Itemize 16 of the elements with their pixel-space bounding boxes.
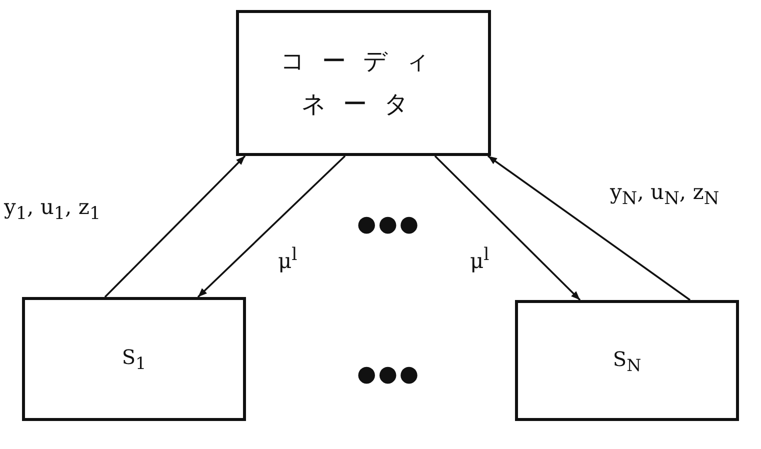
arrow [434,155,581,301]
process-box [236,10,491,156]
box-label: S$_{N}$ [612,346,642,376]
process-box [22,297,246,421]
box-label: コーディネータ [279,46,448,120]
arrow [487,155,691,301]
edge-label: y$_{1}$, u$_{1}$, z$_{1}$ [4,195,101,224]
arrow [197,155,346,298]
edge-label: μ$^{l}$ [278,245,298,273]
ellipsis-dots: ●●● [357,212,421,237]
ellipsis-dots: ●●● [357,362,421,387]
box-label: S$_{1}$ [122,344,146,375]
edge-label: y$_{N}$, u$_{N}$, z$_{N}$ [610,180,720,210]
process-box [515,300,739,421]
edge-label: μ$^{l}$ [470,245,490,273]
arrow [104,155,246,298]
